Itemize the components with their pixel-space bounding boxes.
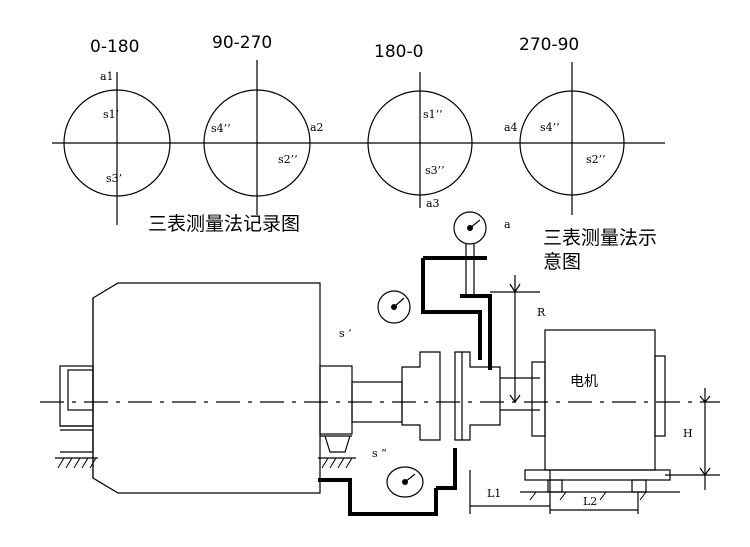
driven-machine: [55, 282, 321, 494]
label-a2: a2: [310, 121, 324, 134]
record-header-180-0: 180-0: [374, 42, 423, 62]
label-a1: a1: [100, 70, 114, 83]
label-s1-prime: s1’: [103, 108, 119, 121]
gauge-s-lower-label: s “: [372, 447, 387, 460]
label-s4-double-prime-b: s4’’: [540, 121, 560, 134]
dimension-L1-label: L1: [487, 487, 501, 500]
dimension-R: R: [490, 275, 546, 404]
record-circle-90-270: 90-270 s4’’ a2 s2’’: [203, 33, 324, 215]
label-s1-double-prime: s1’’: [423, 108, 443, 121]
dimension-L1: L1: [469, 470, 551, 514]
schematic-caption-line1: 三表测量法示: [543, 227, 657, 249]
label-a4: a4: [504, 121, 518, 134]
coupling: [401, 351, 540, 441]
label-s3-prime: s3’: [106, 172, 122, 185]
record-circle-270-90: 270-90 a4 s4’’ s2’’: [504, 35, 625, 215]
gauge-a: a: [453, 211, 511, 296]
label-s2-double-prime-b: s2’’: [586, 153, 606, 166]
record-header-0-180: 0-180: [90, 37, 139, 57]
schematic: 三表测量法示 意图: [40, 211, 720, 516]
gauge-a-label: a: [504, 218, 511, 231]
label-s2-double-prime: s2’’: [278, 153, 298, 166]
gauge-s-upper-label: s ‘: [339, 327, 352, 340]
schematic-caption-line2: 意图: [543, 251, 581, 273]
record-header-270-90: 270-90: [519, 35, 579, 55]
record-header-90-270: 90-270: [212, 33, 272, 53]
machine-bearing: [318, 365, 356, 469]
record-caption: 三表测量法记录图: [148, 213, 300, 235]
gauge-s-lower: s “: [372, 447, 424, 498]
gauge-s-upper: s ‘: [339, 290, 411, 340]
record-diagrams: 0-180 a1 s1’ s3’ 90-270 s4’’ a2 s2’’ 180…: [52, 33, 665, 235]
motor: 电机: [520, 329, 680, 501]
motor-label: 电机: [570, 374, 598, 390]
gauge-bracket: [318, 256, 492, 516]
dimension-L2-label: L2: [583, 495, 597, 508]
dimension-H: H: [665, 388, 720, 490]
label-a3: a3: [426, 197, 440, 210]
label-s4-double-prime: s4’’: [211, 122, 231, 135]
dimension-H-label: H: [683, 427, 693, 440]
record-circle-180-0: 180-0 s1’’ s3’’ a3: [367, 42, 473, 210]
dimension-L2: L2: [550, 492, 639, 514]
dimension-R-label: R: [537, 306, 546, 319]
record-circle-0-180: 0-180 a1 s1’ s3’: [63, 37, 171, 225]
label-s3-double-prime: s3’’: [425, 164, 445, 177]
